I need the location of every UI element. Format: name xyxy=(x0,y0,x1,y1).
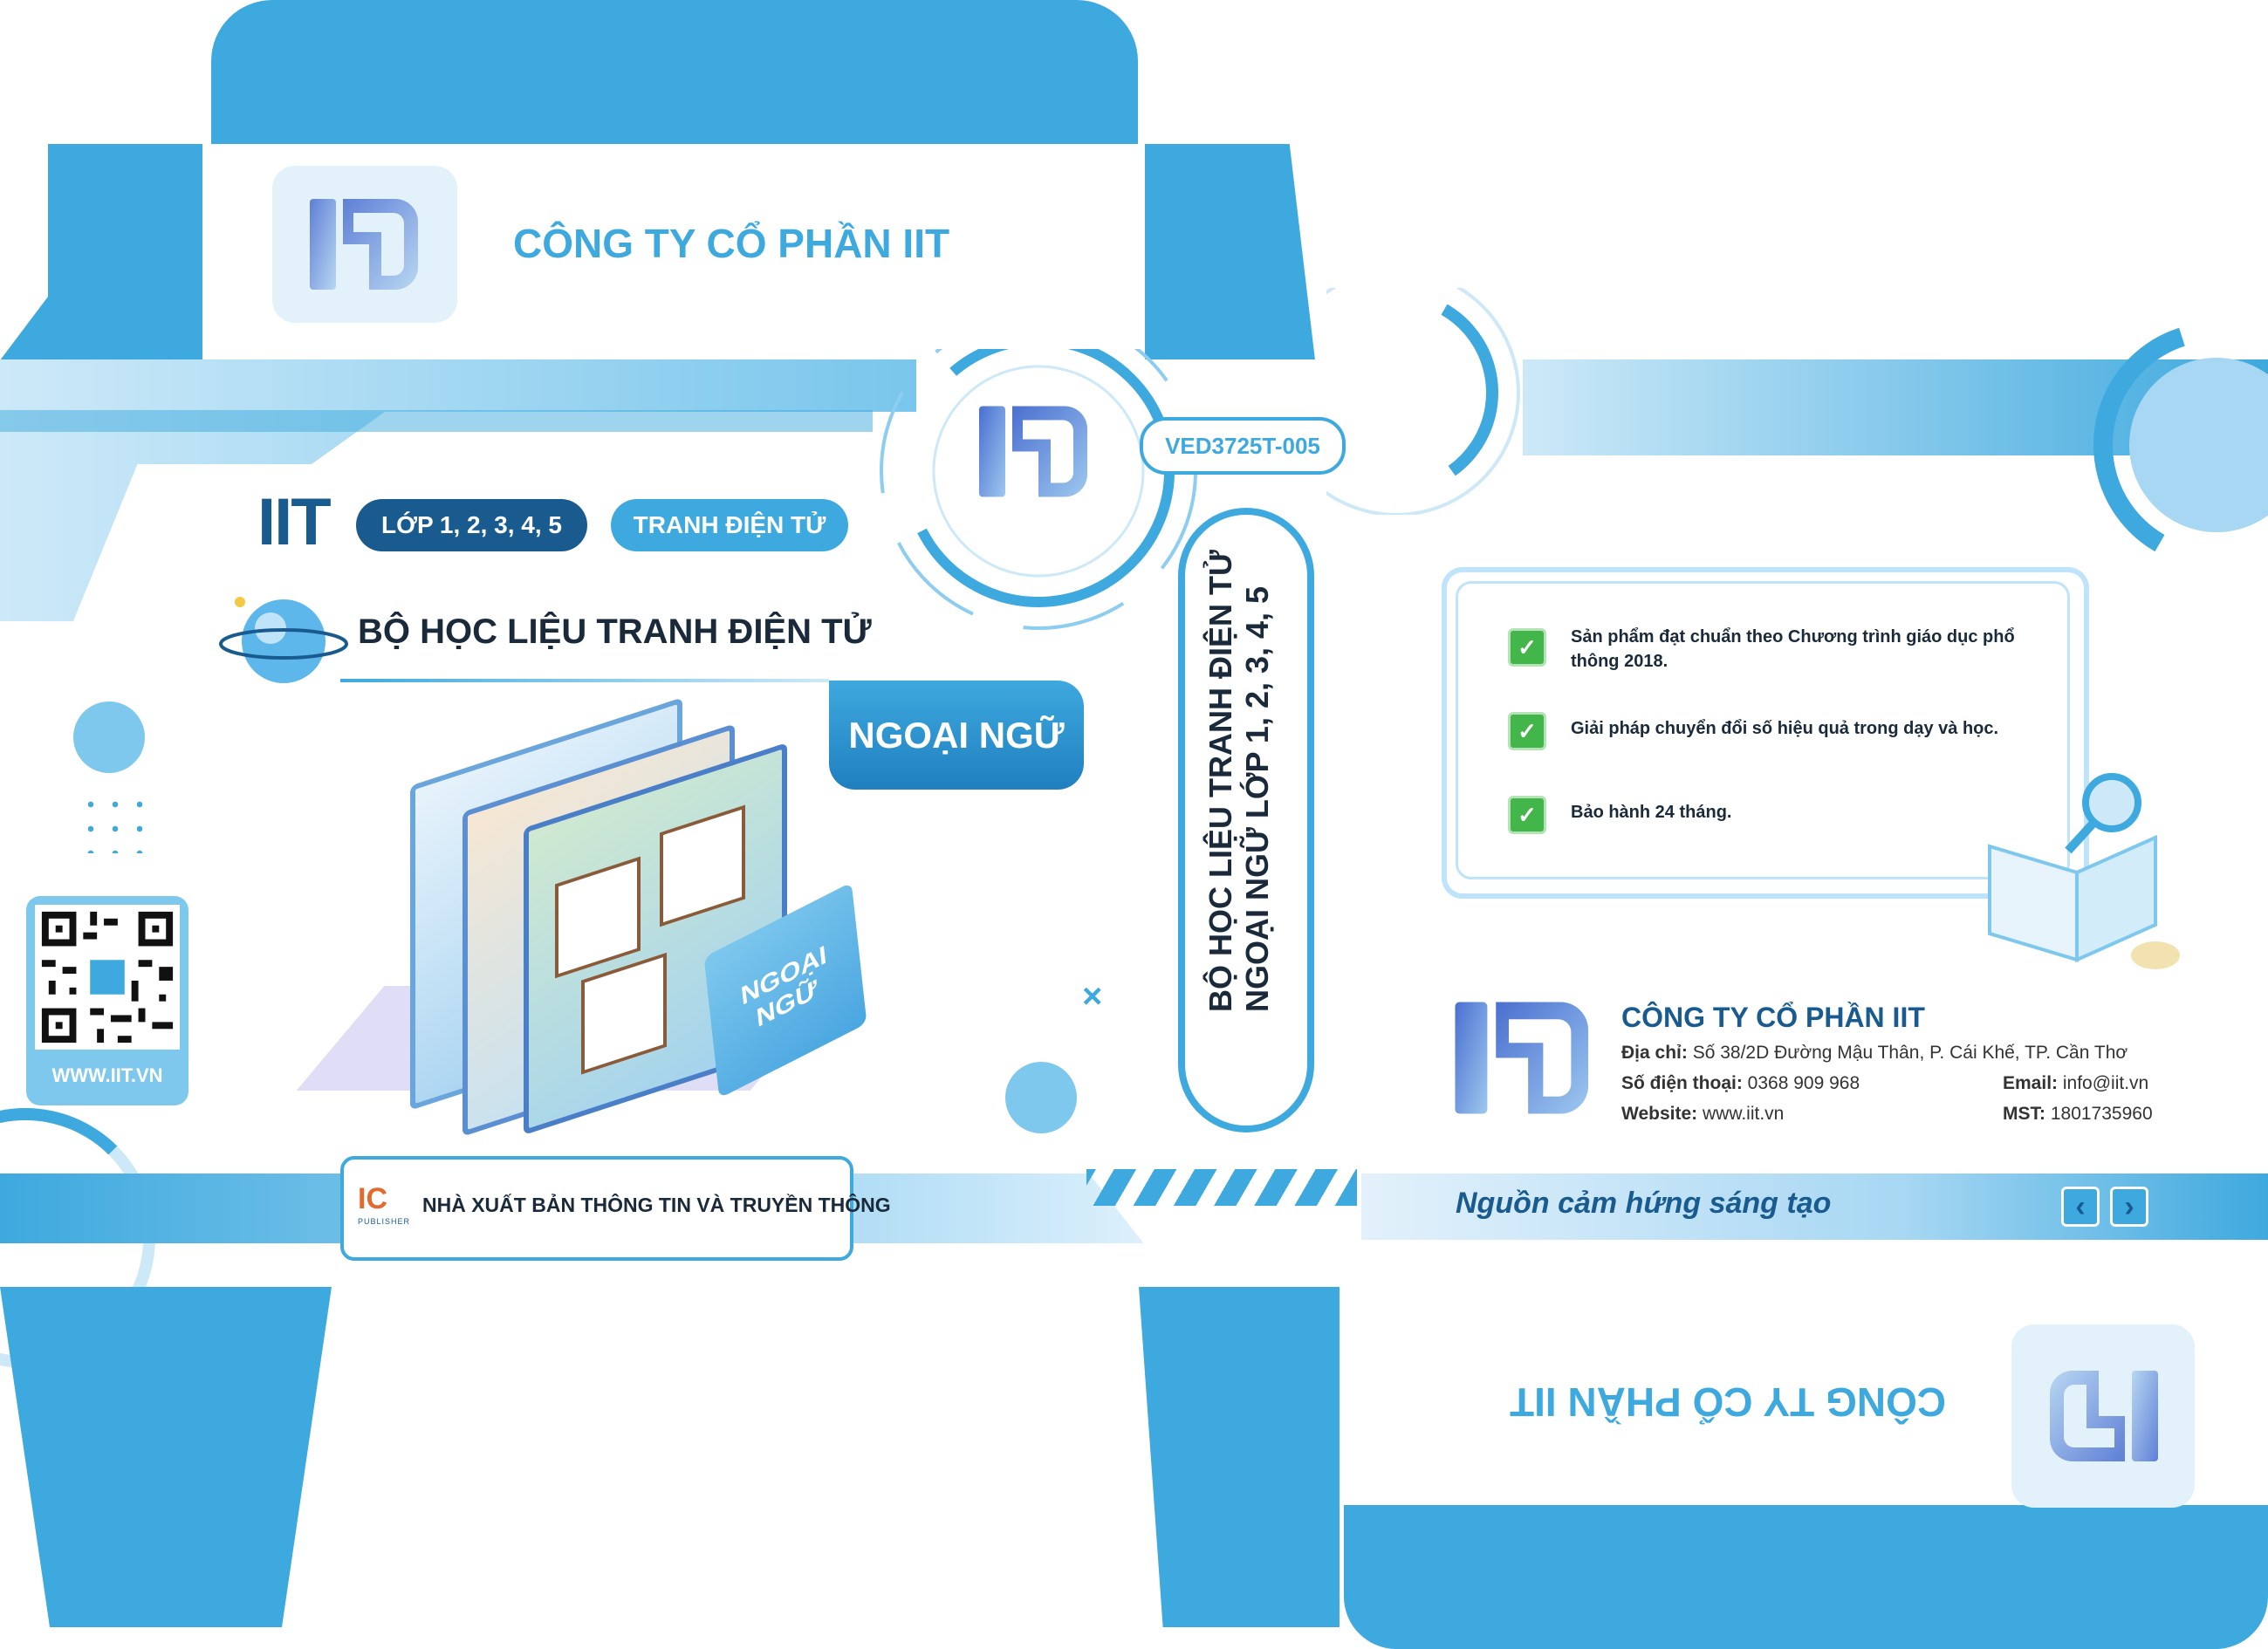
spine-line-1: BỘ HỌC LIỆU TRANH ĐIỆN TỬ xyxy=(1203,550,1238,1012)
website-row: Website: www.iit.vn xyxy=(1621,1104,1784,1125)
character-card xyxy=(555,856,641,979)
publisher-box xyxy=(340,1156,853,1261)
character-card xyxy=(581,952,667,1075)
publisher-logo: IC xyxy=(358,1182,387,1215)
type-badge: TRANH ĐIỆN TỬ xyxy=(611,499,848,551)
deco-circle-bottom xyxy=(1005,1062,1077,1133)
next-arrow-button[interactable]: › xyxy=(2110,1187,2148,1227)
check-icon: ✓ xyxy=(1508,796,1546,834)
feature-item-3: Bảo hành 24 tháng. xyxy=(1571,803,1732,822)
tax-value: 1801735960 xyxy=(2050,1104,2153,1124)
title-underline xyxy=(340,679,829,682)
iit-logo-front xyxy=(977,397,1091,510)
book-illustration xyxy=(1988,773,2180,969)
slogan-text: Nguồn cảm hứng sáng tạo xyxy=(1456,1187,1832,1220)
bottom-mid-glue-flap xyxy=(1139,1287,1340,1627)
prev-arrow-button[interactable]: ‹ xyxy=(2061,1187,2100,1227)
iit-logo-icon xyxy=(1455,1002,1589,1114)
features-box-inner xyxy=(1456,581,2070,879)
iit-logo-icon xyxy=(2050,1371,2158,1461)
phone-label: Số điện thoại: xyxy=(1621,1073,1743,1093)
check-icon: ✓ xyxy=(1508,628,1546,667)
brand-wordmark: IIT xyxy=(257,485,332,559)
slogan-stripes xyxy=(1086,1169,1357,1206)
publisher-name: NHÀ XUẤT BẢN THÔNG TIN VÀ TRUYỀN THÔNG xyxy=(422,1194,891,1216)
tax-label: MST: xyxy=(2003,1104,2045,1124)
company-name-back: CÔNG TY CỔ PHẦN IIT xyxy=(1621,1002,1925,1033)
subject-badge: NGOẠI NGỮ xyxy=(829,681,1084,790)
feature-item-2: Giải pháp chuyển đổi số hiệu quả trong d… xyxy=(1571,719,1999,738)
spine-line-2: NGOẠI NGỮ LỚP 1, 2, 3, 4, 5 xyxy=(1239,585,1275,1012)
character-card xyxy=(660,804,745,927)
publisher-logo-sub: PUBLISHER xyxy=(358,1217,411,1226)
top-flap-tab xyxy=(211,0,1138,148)
phone-row: Số điện thoại: 0368 909 968 xyxy=(1621,1073,1860,1094)
deco-dots xyxy=(79,792,148,853)
deco-circle-left xyxy=(73,701,145,773)
tax-row: MST: 1801735960 xyxy=(2003,1104,2153,1125)
top-right-glue-flap xyxy=(1145,144,1315,360)
back-ring-decoration-left xyxy=(1326,288,1520,515)
spine-pill xyxy=(1178,508,1314,1132)
chevron-right-icon: › xyxy=(2124,1190,2134,1223)
address-row: Địa chỉ: Số 38/2D Đường Mậu Thân, P. Cái… xyxy=(1621,1043,2128,1064)
deco-cross: × xyxy=(1082,977,1103,1016)
website-url-front[interactable]: WWW.IIT.VN xyxy=(51,1064,163,1086)
spine-code: VED3725T-005 xyxy=(1165,432,1320,459)
planet-icon xyxy=(219,597,348,683)
email-row: Email: info@iit.vn xyxy=(2003,1073,2148,1094)
back-ring-decoration-right xyxy=(2093,323,2268,568)
spine-code-badge: VED3725T-005 xyxy=(1140,417,1346,475)
iit-logo-top xyxy=(272,166,457,323)
grade-badge: LỚP 1, 2, 3, 4, 5 xyxy=(356,499,587,551)
chevron-left-icon: ‹ xyxy=(2075,1190,2086,1223)
iit-logo-icon xyxy=(979,406,1087,497)
qr-code-graphic xyxy=(35,905,180,1050)
address-value: Số 38/2D Đường Mậu Thân, P. Cái Khế, TP.… xyxy=(1692,1043,2128,1063)
spine-text-wrap: BỘ HỌC LIỆU TRANH ĐIỆN TỬ NGOẠI NGỮ LỚP … xyxy=(1203,550,1281,1012)
iit-logo-icon xyxy=(310,199,418,290)
iit-logo-back xyxy=(1453,986,1593,1134)
qr-code[interactable] xyxy=(35,905,180,1050)
email-value[interactable]: info@iit.vn xyxy=(2062,1073,2149,1093)
website-label: Website: xyxy=(1621,1104,1698,1124)
feature-item-1: Sản phẩm đạt chuẩn theo Chương trình giá… xyxy=(1571,627,2015,671)
address-label: Địa chỉ: xyxy=(1621,1043,1688,1063)
email-label: Email: xyxy=(2003,1073,2059,1093)
bottom-flap-tab xyxy=(1344,1505,2268,1649)
iit-logo-bottom xyxy=(2011,1324,2195,1508)
features-box xyxy=(1442,567,2089,899)
top-left-glue-flap-edge xyxy=(0,292,205,360)
phone-value: 0368 909 968 xyxy=(1747,1073,1860,1093)
check-icon: ✓ xyxy=(1508,712,1546,750)
front-banner-stripe xyxy=(0,410,873,432)
bottom-left-glue-flap xyxy=(0,1287,332,1627)
product-title: BỘ HỌC LIỆU TRANH ĐIỆN TỬ xyxy=(358,612,872,651)
website-value[interactable]: www.iit.vn xyxy=(1702,1104,1785,1124)
company-name-bottom: CÔNG TY CỔ PHẦN IIT xyxy=(1509,1379,1947,1425)
company-name-top: CÔNG TY CỔ PHẦN IIT xyxy=(513,221,950,266)
